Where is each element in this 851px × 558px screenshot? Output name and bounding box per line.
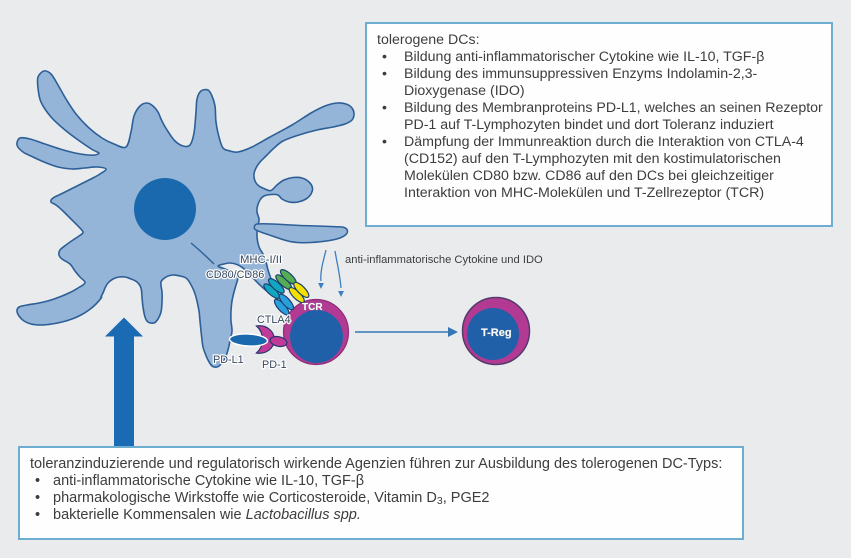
svg-text:MHC-I/II: MHC-I/II xyxy=(240,254,282,266)
svg-text:PD-L1: PD-L1 xyxy=(213,354,244,366)
svg-text:TCR: TCR xyxy=(302,302,323,313)
svg-text:T-Reg: T-Reg xyxy=(481,327,512,339)
svg-text:PD-1: PD-1 xyxy=(262,359,287,371)
svg-text:CD80/CD86: CD80/CD86 xyxy=(206,269,264,281)
svg-text:CTLA4: CTLA4 xyxy=(257,314,291,326)
svg-text:anti-inflammatorische Cytokine: anti-inflammatorische Cytokine und IDO xyxy=(345,254,543,266)
